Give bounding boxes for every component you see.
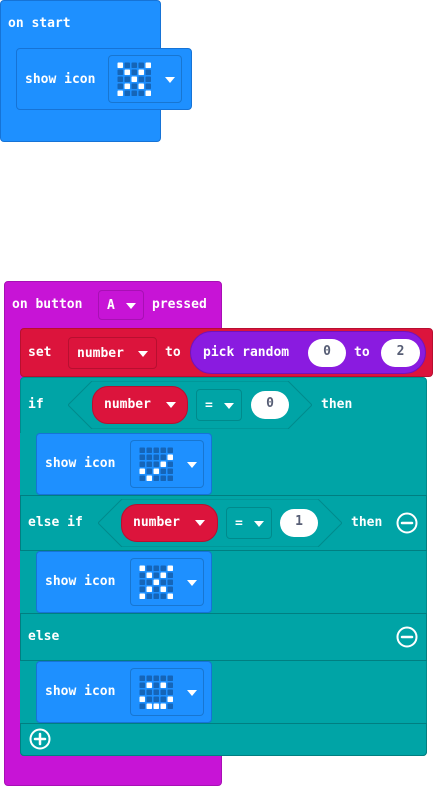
icon-dropdown[interactable] [130, 558, 204, 606]
on-button-prefix: on button [12, 297, 83, 312]
icon-dropdown[interactable] [130, 440, 204, 488]
pick-random-label: pick random [203, 345, 290, 360]
smile-pattern-icon [139, 675, 175, 711]
x-pattern-icon [139, 565, 175, 601]
else-if-then-label: then [351, 515, 383, 530]
set-label: set [28, 345, 52, 360]
show-icon-label: show icon [45, 456, 116, 471]
else-if-variable-name: number [133, 515, 180, 530]
icon-dropdown[interactable] [130, 668, 204, 716]
if-operator-dropdown[interactable]: = [196, 389, 242, 421]
random-from-input[interactable]: 0 [308, 339, 346, 367]
else-if-operator-dropdown[interactable]: = [226, 507, 272, 539]
set-variable-dropdown[interactable]: number [68, 337, 157, 369]
check-pattern-icon [139, 447, 175, 483]
else-if-operator: = [235, 515, 243, 531]
random-to-label: to [354, 345, 370, 360]
set-to-label: to [165, 345, 181, 360]
show-icon-label: show icon [45, 684, 116, 699]
if-label: if [28, 397, 44, 412]
set-variable-name: number [77, 345, 124, 361]
if-variable-name: number [104, 397, 151, 412]
else-label: else [28, 629, 60, 644]
if-value-input[interactable]: 0 [251, 391, 289, 419]
icon-dropdown[interactable] [108, 55, 182, 103]
x-pattern-icon [117, 62, 153, 98]
else-if-variable-reporter[interactable] [121, 504, 218, 542]
if-operator: = [205, 397, 213, 413]
remove-else-if-icon[interactable] [396, 512, 418, 534]
if-then-label: then [321, 397, 353, 412]
show-icon-label: show icon [25, 72, 96, 87]
add-else-if-icon[interactable] [29, 728, 51, 750]
else-if-label: else if [28, 515, 83, 530]
on-button-suffix: pressed [152, 297, 207, 312]
remove-else-icon[interactable] [396, 626, 418, 648]
button-dropdown[interactable]: A [98, 290, 144, 320]
on-start-label: on start [8, 16, 71, 31]
button-value: A [107, 297, 115, 313]
show-icon-label: show icon [45, 574, 116, 589]
random-to-input[interactable]: 2 [381, 339, 420, 367]
else-if-value-input[interactable]: 1 [280, 509, 318, 537]
